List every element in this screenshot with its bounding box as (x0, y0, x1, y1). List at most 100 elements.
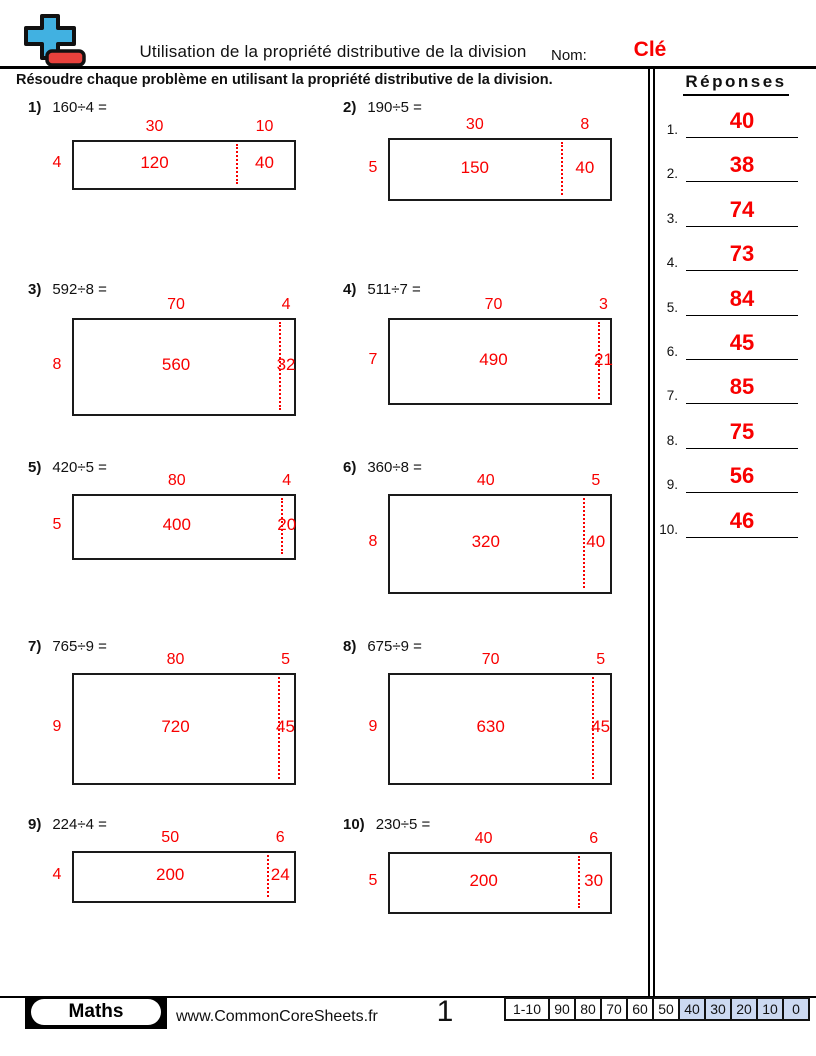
problem-statement: 4)511÷7 = (343, 281, 421, 298)
area-model-rect (388, 852, 612, 914)
divisor-label: 5 (52, 516, 62, 533)
answer-line: 85 (686, 371, 798, 405)
problem-number: 6) (343, 459, 357, 476)
problem-equation: 765÷9 = (52, 638, 107, 655)
partial-product-right: 45 (276, 717, 295, 736)
answer-value: 85 (729, 374, 755, 400)
top-factor-tens: 80 (167, 472, 186, 489)
score-range-label: 1-10 (504, 997, 550, 1021)
score-cell: 60 (626, 997, 654, 1021)
partial-product-left: 200 (156, 865, 185, 884)
answer-line: 74 (686, 194, 798, 227)
partial-product-left: 560 (161, 355, 191, 374)
answer-value: 74 (729, 196, 755, 222)
partial-product-right: 32 (276, 355, 296, 374)
problem-statement: 2)190÷5 = (343, 99, 422, 116)
divisor-label: 9 (52, 718, 62, 735)
top-factor-tens: 70 (484, 296, 503, 313)
problem-statement: 8)675÷9 = (343, 638, 422, 655)
top-factor-ones: 8 (580, 116, 590, 133)
area-model-rect (388, 673, 612, 785)
dashed-divider (267, 855, 270, 897)
area-model-rect (388, 318, 612, 405)
top-factor-ones: 5 (596, 651, 606, 668)
answer-row: 8.75 (652, 415, 802, 449)
partial-product-left: 490 (479, 349, 508, 369)
dashed-divider (597, 322, 600, 399)
answer-row: 4.73 (652, 237, 802, 272)
top-factor-ones: 5 (281, 651, 290, 668)
answer-line: 73 (686, 238, 798, 272)
answer-line: 46 (686, 505, 798, 538)
answer-line: 40 (686, 105, 798, 138)
dashed-divider (592, 677, 595, 779)
problem-number: 1) (28, 99, 42, 116)
score-cell: 90 (548, 997, 576, 1021)
dashed-divider (280, 498, 283, 554)
dashed-divider (279, 322, 282, 410)
problem-equation: 675÷9 = (367, 638, 422, 655)
problem-number: 3) (28, 281, 42, 298)
problem-number: 4) (343, 281, 357, 298)
answer-row: 6.45 (652, 326, 802, 360)
problem-number: 10) (343, 816, 365, 833)
divisor-label: 4 (52, 154, 62, 171)
answer-value: 45 (729, 330, 755, 355)
divisor-label: 8 (368, 533, 378, 550)
score-cell: 50 (652, 997, 680, 1021)
answer-row: 7.85 (652, 370, 802, 405)
partial-product-right: 20 (277, 515, 297, 534)
top-factor-ones: 4 (281, 296, 291, 313)
area-model-rect (72, 851, 296, 903)
problem-number: 9) (28, 816, 42, 833)
page-title: Utilisation de la propriété distributive… (139, 42, 527, 61)
answer-number: 4. (666, 255, 678, 271)
answer-key-label: Clé (633, 38, 667, 61)
problem-statement: 10)230÷5 = (343, 816, 430, 833)
divisor-label: 5 (368, 872, 378, 889)
score-cell: 30 (704, 997, 732, 1021)
partial-product-right: 24 (270, 865, 290, 884)
top-factor-ones: 5 (591, 472, 601, 489)
score-cell: 0 (782, 997, 810, 1021)
answer-value: 84 (729, 285, 755, 311)
divisor-label: 7 (368, 350, 378, 368)
partial-product-right: 45 (591, 717, 611, 736)
answer-line: 45 (686, 327, 798, 360)
partial-product-left: 120 (140, 153, 169, 172)
instruction-text: Résoudre chaque problème en utilisant la… (16, 72, 553, 88)
answer-line: 38 (686, 149, 798, 183)
answer-number: 7. (666, 388, 678, 404)
top-factor-tens: 70 (481, 651, 500, 668)
problem-number: 2) (343, 99, 357, 116)
answer-row: 1.40 (652, 104, 802, 138)
answer-number: 5. (666, 299, 678, 315)
partial-product-right: 21 (594, 349, 613, 369)
dashed-divider (578, 856, 581, 908)
partial-product-left: 200 (469, 871, 498, 890)
top-factor-tens: 80 (166, 651, 185, 668)
partial-product-left: 150 (460, 157, 490, 177)
top-factor-ones: 4 (282, 472, 292, 489)
dashed-divider (236, 144, 238, 184)
header-divider (0, 66, 816, 69)
partial-product-left: 720 (161, 717, 190, 736)
answer-value: 75 (729, 418, 755, 444)
top-factor-ones: 6 (275, 829, 285, 846)
score-cell: 10 (756, 997, 784, 1021)
top-factor-ones: 3 (599, 296, 608, 313)
partial-product-right: 40 (255, 153, 274, 172)
answers-column-divider (648, 69, 655, 996)
answer-value: 46 (729, 507, 755, 533)
area-model-rect (72, 673, 296, 785)
answer-row: 3.74 (652, 193, 802, 227)
answer-number: 1. (666, 122, 678, 137)
area-model-rect (388, 494, 612, 594)
answer-number: 10. (659, 521, 678, 537)
website-url: www.CommonCoreSheets.fr (176, 1008, 378, 1025)
dashed-divider (278, 677, 281, 779)
score-cell: 70 (600, 997, 628, 1021)
answer-value: 56 (729, 463, 755, 489)
